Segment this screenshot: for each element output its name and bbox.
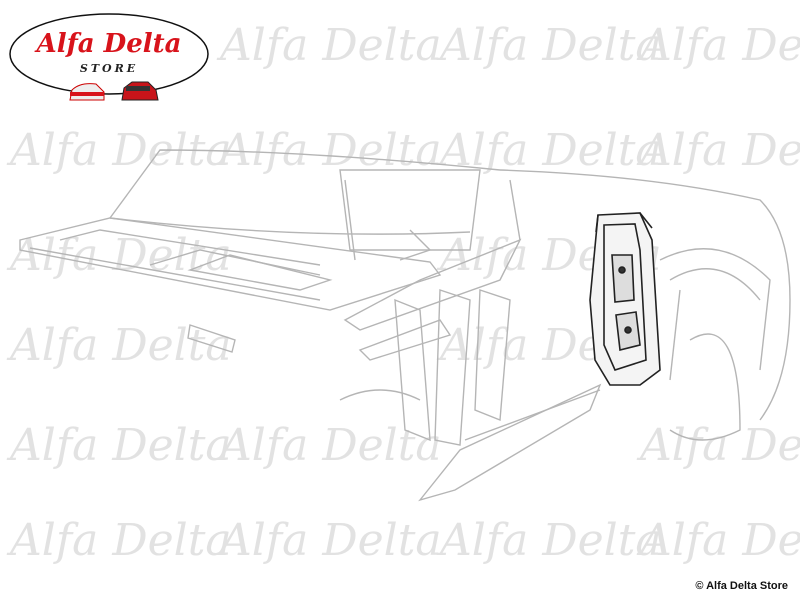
- copyright-notice: © Alfa Delta Store: [695, 580, 788, 592]
- car-icon-white: [69, 83, 105, 101]
- watermark: Alfa Delta: [640, 20, 800, 71]
- watermark: Alfa Delta: [440, 20, 662, 71]
- logo-graphic: Alfa Delta STORE: [9, 13, 209, 101]
- logo-brand-text: Alfa Delta: [34, 29, 182, 59]
- watermark: Alfa Delta: [640, 125, 800, 176]
- highlighted-part-door-pillar: [589, 212, 661, 386]
- watermark: Alfa Delta: [640, 420, 800, 471]
- watermark: Alfa Delta: [220, 20, 442, 71]
- watermark: Alfa Delta: [10, 420, 232, 471]
- watermark: Alfa Delta: [220, 125, 442, 176]
- car-body-outline: [19, 149, 791, 502]
- watermark: Alfa Delta: [10, 515, 232, 566]
- watermark: Alfa Delta: [440, 515, 662, 566]
- car-icon-red: [121, 81, 159, 101]
- watermark: Alfa Delta: [640, 515, 800, 566]
- alfa-delta-store-logo[interactable]: Alfa Delta STORE: [8, 10, 210, 102]
- watermark: Alfa Delta: [10, 320, 232, 371]
- watermark: Alfa Delta: [220, 515, 442, 566]
- logo-subtitle-text: STORE: [80, 62, 138, 75]
